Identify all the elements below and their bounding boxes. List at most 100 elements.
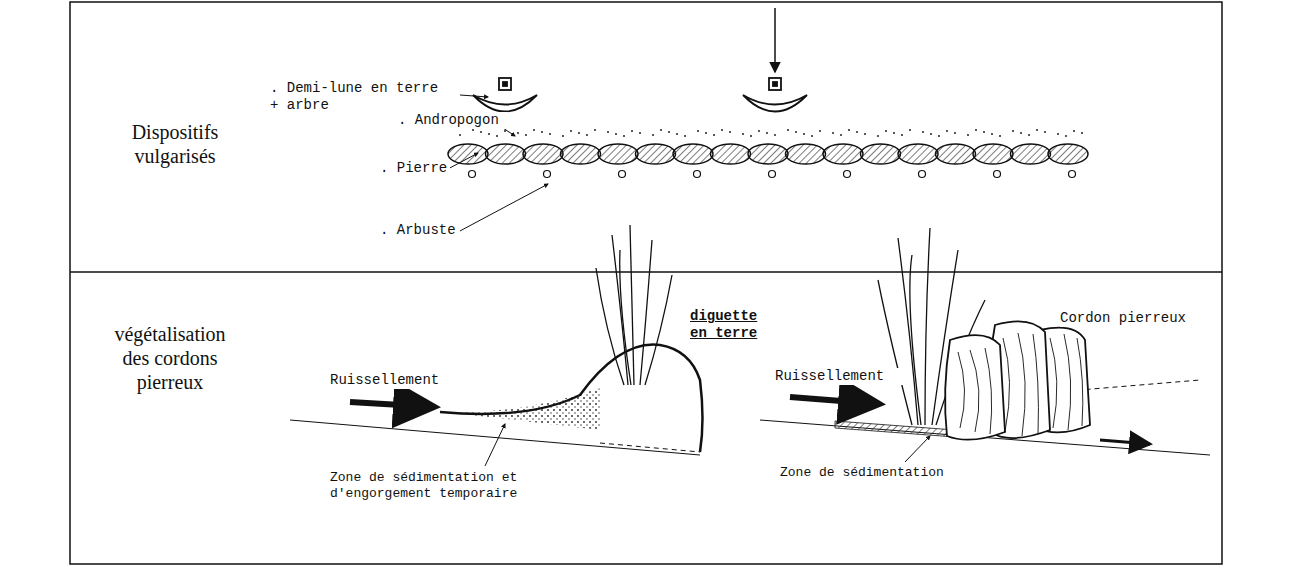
sand-dot <box>517 132 519 134</box>
sand-dot <box>562 135 564 137</box>
stone <box>636 144 676 164</box>
sand-dot <box>1012 130 1014 132</box>
row-title: Dispositifs vulgarisés <box>110 120 240 168</box>
stone <box>711 144 751 164</box>
sand-dot <box>578 132 580 134</box>
stone <box>898 144 938 164</box>
stone <box>1048 144 1088 164</box>
shrub <box>694 171 701 178</box>
sand-dot <box>811 135 813 137</box>
sand-dot <box>766 132 768 134</box>
sand-dot <box>832 132 834 134</box>
sand-dot <box>1044 131 1046 133</box>
sand-dot <box>721 129 723 131</box>
part-name: Cordon pierreux <box>1060 310 1210 327</box>
sand-dot <box>480 131 482 133</box>
row-divider <box>70 271 1222 273</box>
sand-dot <box>496 135 498 137</box>
zone-label: Zone de sédimentation <box>780 465 970 481</box>
sand-dot <box>697 130 699 132</box>
sand-dot <box>840 134 842 136</box>
sand-dot <box>975 129 977 131</box>
sand-dot <box>901 134 903 136</box>
sand-dot <box>652 134 654 136</box>
stone <box>561 144 601 164</box>
sand-dot <box>893 132 895 134</box>
sand-dot <box>684 135 686 137</box>
sand-dot <box>570 130 572 132</box>
sand-dot <box>909 129 911 131</box>
sand-dot <box>1065 135 1067 137</box>
arrow <box>774 8 776 72</box>
stone <box>936 144 976 164</box>
sand-dot <box>885 130 887 132</box>
sand-dot <box>533 129 535 131</box>
sand-dot <box>877 135 879 137</box>
sand-dot <box>729 131 731 133</box>
shrub <box>919 171 926 178</box>
sand-dot <box>623 135 625 137</box>
shrub <box>544 171 551 178</box>
sand-dot <box>615 133 617 135</box>
part-name: . Andropogon <box>398 112 508 129</box>
sand-dot <box>856 131 858 133</box>
shrub <box>619 171 626 178</box>
stone <box>448 144 488 164</box>
frame <box>70 2 1222 564</box>
stone <box>598 144 638 164</box>
sand-dot <box>774 134 776 136</box>
sand-dot <box>607 131 609 133</box>
shrub <box>1069 171 1076 178</box>
flow-label: Ruissellement <box>775 368 905 385</box>
part-name: diguette en terre <box>690 308 766 342</box>
sand-dot <box>758 130 760 132</box>
shrub <box>994 171 1001 178</box>
sand-dot <box>639 132 641 134</box>
stone-row <box>448 129 1088 178</box>
cordon-sketch <box>760 228 1210 462</box>
part-name: . Arbuste <box>380 222 460 239</box>
shrub <box>769 171 776 178</box>
stone <box>973 144 1013 164</box>
sand-dot <box>1028 134 1030 136</box>
stone <box>861 144 901 164</box>
sand-dot <box>999 135 1001 137</box>
sand-dot <box>631 130 633 132</box>
shrub <box>844 171 851 178</box>
sand-dot <box>594 129 596 131</box>
sand-dot <box>819 130 821 132</box>
stone <box>823 144 863 164</box>
sand-dot <box>1020 132 1022 134</box>
diguette-sketch <box>290 225 703 466</box>
sand-dot <box>660 129 662 131</box>
stone <box>523 144 563 164</box>
sand-dot <box>922 131 924 133</box>
sand-dot <box>967 134 969 136</box>
demi-lune <box>473 78 807 112</box>
part-name: . Pierre <box>380 160 450 177</box>
stone <box>486 144 526 164</box>
sand-dot <box>803 133 805 135</box>
sand-dot <box>930 133 932 135</box>
sand-dot <box>991 133 993 135</box>
sand-dot <box>1036 129 1038 131</box>
sand-dot <box>795 131 797 133</box>
sand-dot <box>1057 133 1059 135</box>
sand-dot <box>1081 132 1083 134</box>
sand-dot <box>459 134 461 136</box>
sand-dot <box>549 133 551 135</box>
sand-dot <box>1073 130 1075 132</box>
sand-dot <box>705 132 707 134</box>
sand-dot <box>864 133 866 135</box>
sand-dot <box>787 129 789 131</box>
sand-dot <box>525 134 527 136</box>
shrub <box>469 171 476 178</box>
sand-dot <box>742 133 744 135</box>
stone <box>673 144 713 164</box>
sand-dot <box>983 131 985 133</box>
sand-dot <box>668 131 670 133</box>
stone <box>1011 144 1051 164</box>
sand-dot <box>713 134 715 136</box>
